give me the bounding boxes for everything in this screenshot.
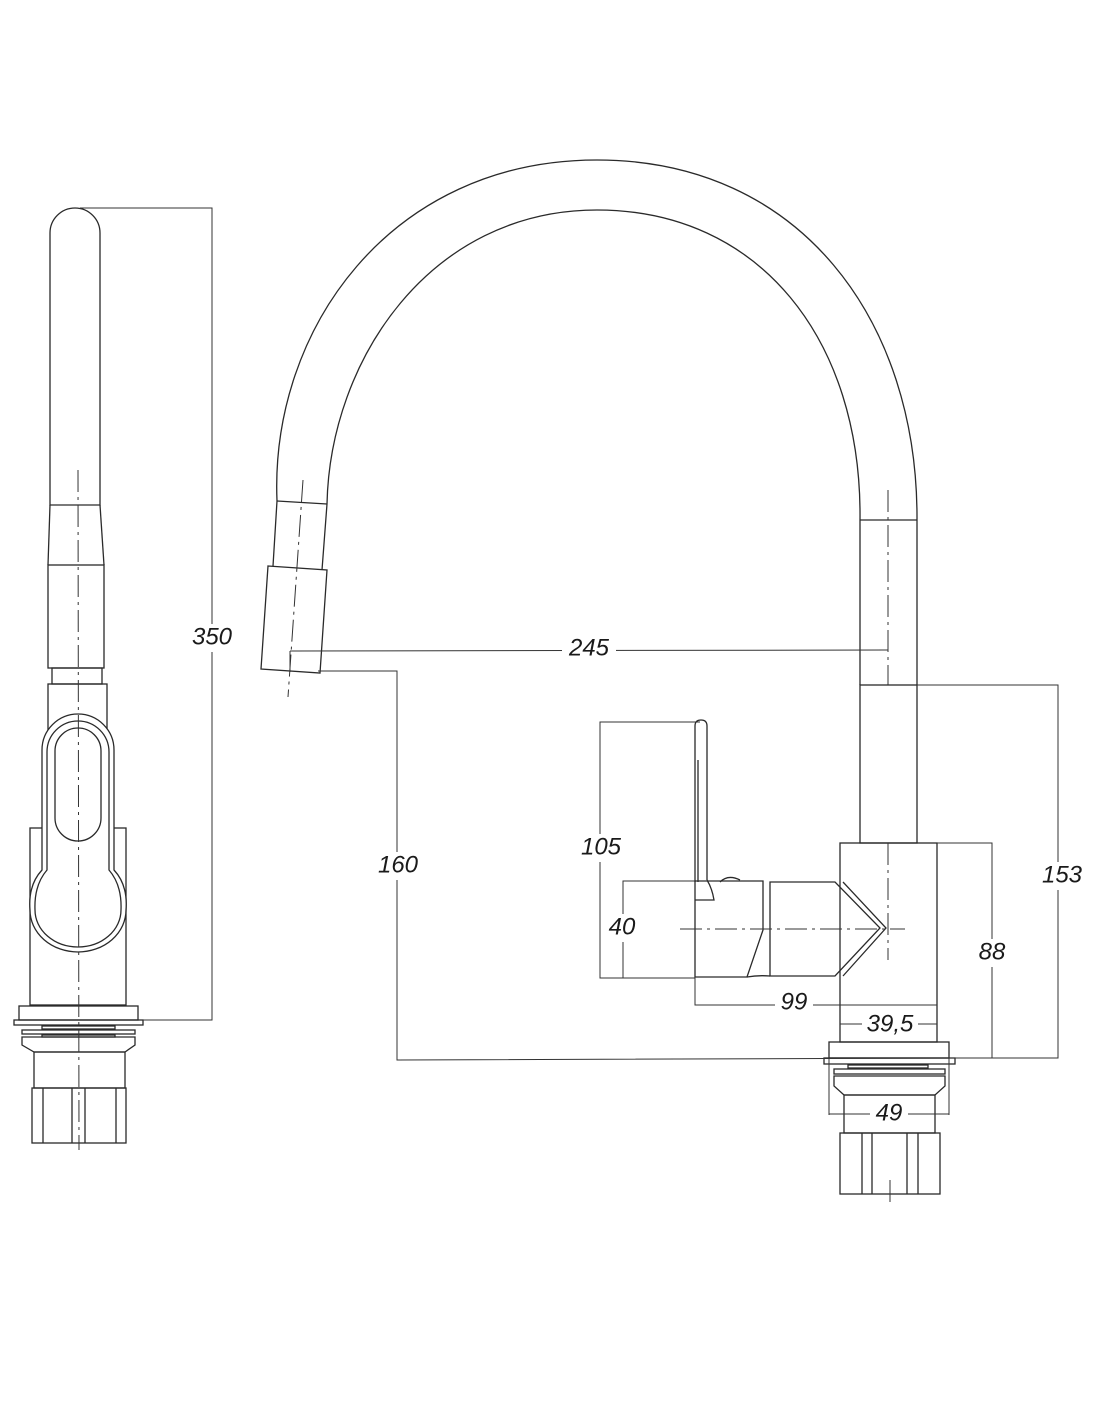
- spray-head: [260, 565, 328, 674]
- lever-block: [694, 880, 764, 978]
- front-view: 245 160 153 88 105 40 99 39,5 49: [260, 159, 1088, 1205]
- dimension-245-label: 245: [568, 634, 610, 661]
- dimension-40-label: 40: [609, 913, 636, 940]
- dimension-88-line: [937, 842, 993, 1058]
- dimension-350-label: 350: [192, 623, 233, 650]
- dimension-40-line: [622, 880, 695, 978]
- dimension-88-label: 88: [979, 938, 1006, 965]
- side-spout-collar: [47, 564, 105, 669]
- spout-outer-arc: [276, 159, 918, 685]
- side-shank: [33, 1051, 126, 1089]
- side-view: 350: [13, 207, 236, 1151]
- side-spout-tube: [49, 207, 101, 506]
- side-lever: [29, 713, 127, 953]
- dimension-105-label: 105: [581, 833, 622, 860]
- spout-inner-arc: [326, 209, 861, 685]
- dimension-153-label: 153: [1042, 861, 1083, 888]
- dimension-99-line: [694, 977, 937, 1006]
- dimension-350-line: [80, 207, 213, 1021]
- dimension-160-label: 160: [378, 851, 419, 878]
- dimension-99-label: 99: [781, 988, 808, 1015]
- lever-handle: [694, 719, 708, 882]
- side-centerline: [77, 469, 80, 1151]
- dimension-49-label: 49: [876, 1099, 903, 1126]
- cartridge-neck: [769, 881, 881, 977]
- base-plate: [828, 1041, 950, 1059]
- spout-base-tube: [859, 684, 918, 844]
- dimension-39-5-label: 39,5: [867, 1010, 914, 1037]
